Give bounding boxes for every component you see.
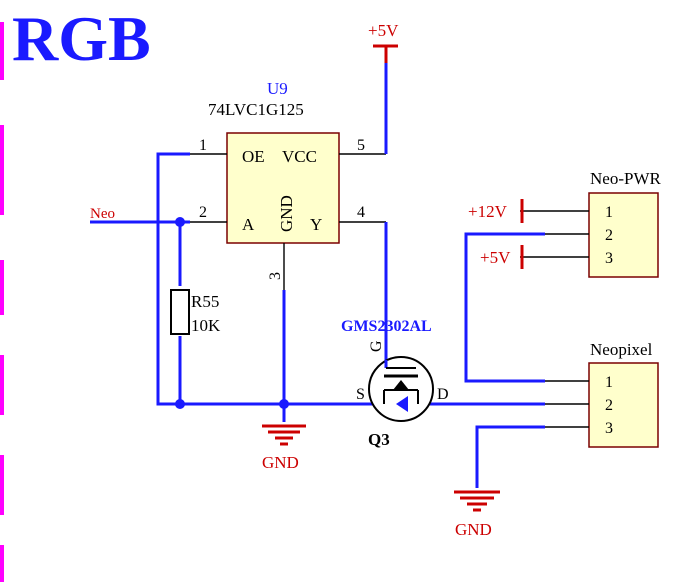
u9-pin-oe: OE	[242, 147, 265, 166]
margin-tick	[0, 22, 4, 80]
u9-pin-gnd: GND	[277, 195, 296, 232]
u9-buffer: U9 74LVC1G125 OE VCC A Y GND 1 2 5 4 3	[190, 79, 386, 290]
margin-tick	[0, 545, 4, 582]
power-label: +5V	[368, 21, 399, 40]
connector-pin-num: 1	[605, 374, 613, 391]
margin-ticks	[0, 22, 4, 582]
u9-part: 74LVC1G125	[208, 100, 304, 119]
margin-tick	[0, 455, 4, 515]
margin-tick	[0, 260, 4, 315]
connector-name: Neo-PWR	[590, 169, 661, 188]
power-5v-top: +5V	[368, 21, 399, 63]
q3-part: GMS2302AL	[341, 318, 432, 335]
q3-gate-label: G	[368, 340, 385, 352]
connector-body	[588, 192, 659, 278]
power-label-5v: +5V	[480, 248, 511, 267]
r55-value: 10K	[191, 316, 221, 335]
u9-designator: U9	[267, 79, 288, 98]
sheet-title: RGB	[12, 3, 151, 74]
connector-name: Neopixel	[590, 340, 653, 359]
power-label-12v: +12V	[468, 202, 508, 221]
connector-neopixel: Neopixel 1 2 3	[545, 340, 659, 448]
r55-resistor: R55 10K	[170, 289, 221, 335]
wires	[156, 63, 545, 488]
junction	[279, 399, 289, 409]
net-label-neo: Neo	[90, 206, 115, 222]
junction	[175, 217, 185, 227]
u9-body	[226, 132, 340, 244]
junction	[175, 399, 185, 409]
u9-pin1-num: 1	[199, 137, 207, 154]
u9-pin4-num: 4	[357, 204, 365, 221]
connector-pin-num: 3	[605, 420, 613, 437]
u9-pin-a: A	[242, 215, 255, 234]
wire-oe-gnd	[156, 152, 545, 406]
u9-pin-y: Y	[310, 215, 322, 234]
u9-pin2-num: 2	[199, 204, 207, 221]
u9-pin3-num: 3	[267, 272, 284, 280]
r55-body	[170, 289, 190, 335]
q3-drain-label: D	[437, 386, 449, 403]
margin-tick	[0, 355, 4, 415]
u9-pin-vcc: VCC	[282, 147, 317, 166]
q3-arrow	[393, 380, 409, 390]
margin-tick	[0, 125, 4, 215]
gnd-symbol-right: GND	[454, 490, 500, 539]
q3-diode-arrow	[396, 396, 408, 412]
r55-designator: R55	[191, 292, 219, 311]
gnd-symbol-left: GND	[262, 424, 306, 472]
u9-pin5-num: 5	[357, 137, 365, 154]
connector-pin-num: 2	[605, 397, 613, 414]
gnd-label: GND	[262, 453, 299, 472]
connector-pin-num: 1	[605, 204, 613, 221]
wire-neopixel-gnd	[475, 425, 545, 488]
connector-body	[588, 362, 659, 448]
connector-neo-pwr: Neo-PWR 1 2 3 +12V +5V	[468, 169, 661, 278]
gnd-label: GND	[455, 520, 492, 539]
q3-designator: Q3	[368, 430, 390, 449]
wire-12v-to-neopixel	[464, 232, 545, 383]
q3-mosfet: GMS2302AL G S D Q3	[341, 318, 449, 449]
connector-pin-num: 2	[605, 227, 613, 244]
q3-source-label: S	[356, 386, 365, 403]
connector-pin-num: 3	[605, 250, 613, 267]
